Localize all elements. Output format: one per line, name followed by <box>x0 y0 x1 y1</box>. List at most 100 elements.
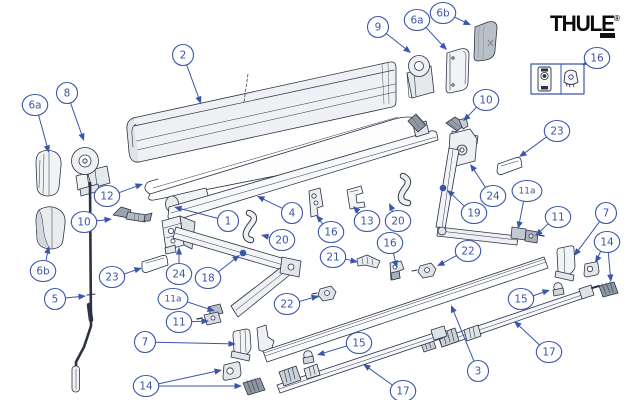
arrowhead-icon <box>595 254 602 263</box>
arrowhead-icon <box>514 321 522 329</box>
callout-circle <box>479 184 507 208</box>
callout-18: 18 <box>194 249 247 290</box>
callout-circle <box>544 205 572 229</box>
callout-number: 7 <box>603 208 610 220</box>
fastener-side-icon <box>563 69 579 88</box>
callout-number: 20 <box>275 235 288 247</box>
leader-line <box>365 365 393 386</box>
leader-line <box>521 136 547 156</box>
callout-number: 1 <box>225 216 232 228</box>
arrowhead-icon <box>104 216 112 223</box>
leader-line <box>451 307 475 362</box>
callout-16: 16 <box>316 215 345 244</box>
callout-number: 12 <box>100 191 113 203</box>
arrowhead-icon <box>403 45 411 53</box>
callout-circle <box>593 230 621 254</box>
callout-16: 16 <box>376 231 404 268</box>
callout-number: 22 <box>461 246 474 258</box>
callout-number: 15 <box>514 294 527 306</box>
part-22-connector-left <box>311 285 337 302</box>
callout-22: 22 <box>437 239 482 266</box>
part-10-spline-shaft-left <box>112 206 153 223</box>
arrowhead-icon <box>201 318 209 325</box>
part-6a-cover-right <box>445 48 470 94</box>
callout-number: 17 <box>542 347 555 359</box>
arrowhead-icon <box>462 19 471 25</box>
part-15-knob-right <box>552 282 565 297</box>
arrowhead-icon <box>317 349 326 356</box>
leader-line <box>70 102 84 139</box>
callout-circle <box>460 201 488 225</box>
callout-8: 8 <box>55 81 85 141</box>
callout-number: 17 <box>396 386 409 398</box>
part-20-strap-left <box>242 209 258 244</box>
callout-number: 2 <box>180 50 187 62</box>
callout-22: 22 <box>273 292 319 316</box>
part-16-clip-right <box>389 260 405 281</box>
part-13-bracket <box>346 185 366 210</box>
callout-24: 24 <box>470 164 507 208</box>
callout-20: 20 <box>261 228 296 252</box>
callout-1: 1 <box>174 205 240 233</box>
callout-13: 13 <box>353 206 381 233</box>
arrowhead-icon <box>232 255 240 262</box>
arrowhead-icon <box>174 205 183 212</box>
part-9-gear-unit <box>406 55 435 99</box>
callout-5: 5 <box>43 287 86 311</box>
callout-circle <box>165 262 193 286</box>
callout-circle <box>93 184 121 208</box>
callout-circle <box>157 287 189 311</box>
arrowhead-icon <box>353 206 361 214</box>
callout-number: 3 <box>475 366 482 378</box>
part-11a-11-elbow-right <box>510 226 545 244</box>
callout-number: 6b <box>436 8 450 20</box>
callout-circle <box>472 88 500 112</box>
callout-circle <box>70 210 98 234</box>
part-12-fabric-panel <box>144 116 427 201</box>
part-5-crank-rod <box>71 181 96 393</box>
leader-line <box>575 221 601 254</box>
callout-circle <box>594 201 618 225</box>
callout-14: 14 <box>132 368 242 398</box>
arrowhead-icon <box>363 364 371 371</box>
arrowhead-icon <box>541 289 550 296</box>
callout-circle <box>273 292 301 316</box>
leader-line <box>38 114 49 151</box>
arrowhead-icon <box>133 267 142 274</box>
callout-circle <box>511 179 543 203</box>
callout-number: 20 <box>391 216 404 228</box>
callout-number: 24 <box>172 269 186 281</box>
callout-circle <box>345 331 373 355</box>
callout-11: 11 <box>535 205 572 236</box>
arrowhead-icon <box>234 382 242 390</box>
callout-number: 6b <box>36 266 50 278</box>
arrowhead-icon <box>450 305 457 314</box>
arrowhead-icon <box>206 305 215 312</box>
callout-7: 7 <box>574 201 618 256</box>
part-3-front-rail <box>256 256 549 363</box>
callout-circle <box>319 245 347 269</box>
callout-circle <box>535 340 563 364</box>
callout-number: 7 <box>142 337 149 349</box>
part-14-cap-right <box>583 261 619 298</box>
part-15-knob-center <box>302 350 315 365</box>
callout-circle <box>165 310 193 334</box>
callout-number: 19 <box>467 208 480 220</box>
leader-line <box>385 33 409 52</box>
part-6b-cover-left <box>35 206 66 250</box>
callout-11: 11 <box>165 310 209 334</box>
callout-number: 10 <box>479 95 492 107</box>
callout-15: 15 <box>507 287 550 311</box>
arrowhead-icon <box>350 257 358 264</box>
arrowhead-icon <box>195 95 202 104</box>
callout-number: 6a <box>410 15 423 27</box>
part-6a-cover-left <box>35 149 62 197</box>
reference-dot-icon <box>439 184 447 192</box>
callout-number: 14 <box>139 381 153 393</box>
arrowhead-icon <box>437 259 446 266</box>
leader-line <box>319 345 347 355</box>
callout-circle <box>132 374 160 398</box>
arrowhead-icon <box>391 259 398 268</box>
arrowhead-icon <box>470 164 477 172</box>
